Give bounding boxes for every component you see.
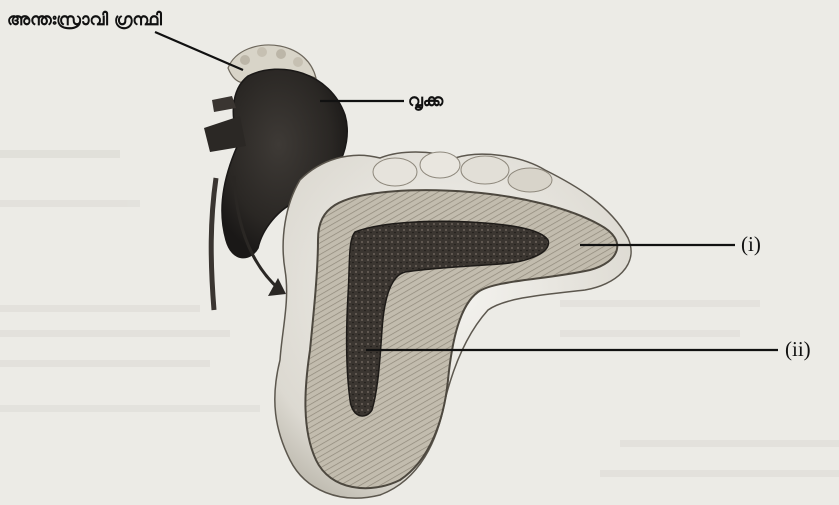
- enlarged-gland: [275, 152, 631, 498]
- label-part-ii: (ii): [785, 337, 811, 362]
- label-part-i: (i): [741, 232, 761, 257]
- label-endocrine-gland: അന്തഃസ്രാവി ഗ്രന്ഥി: [7, 10, 162, 30]
- leader-endocrine-gland: [155, 32, 243, 70]
- label-kidney: വൃക്ക: [408, 91, 443, 111]
